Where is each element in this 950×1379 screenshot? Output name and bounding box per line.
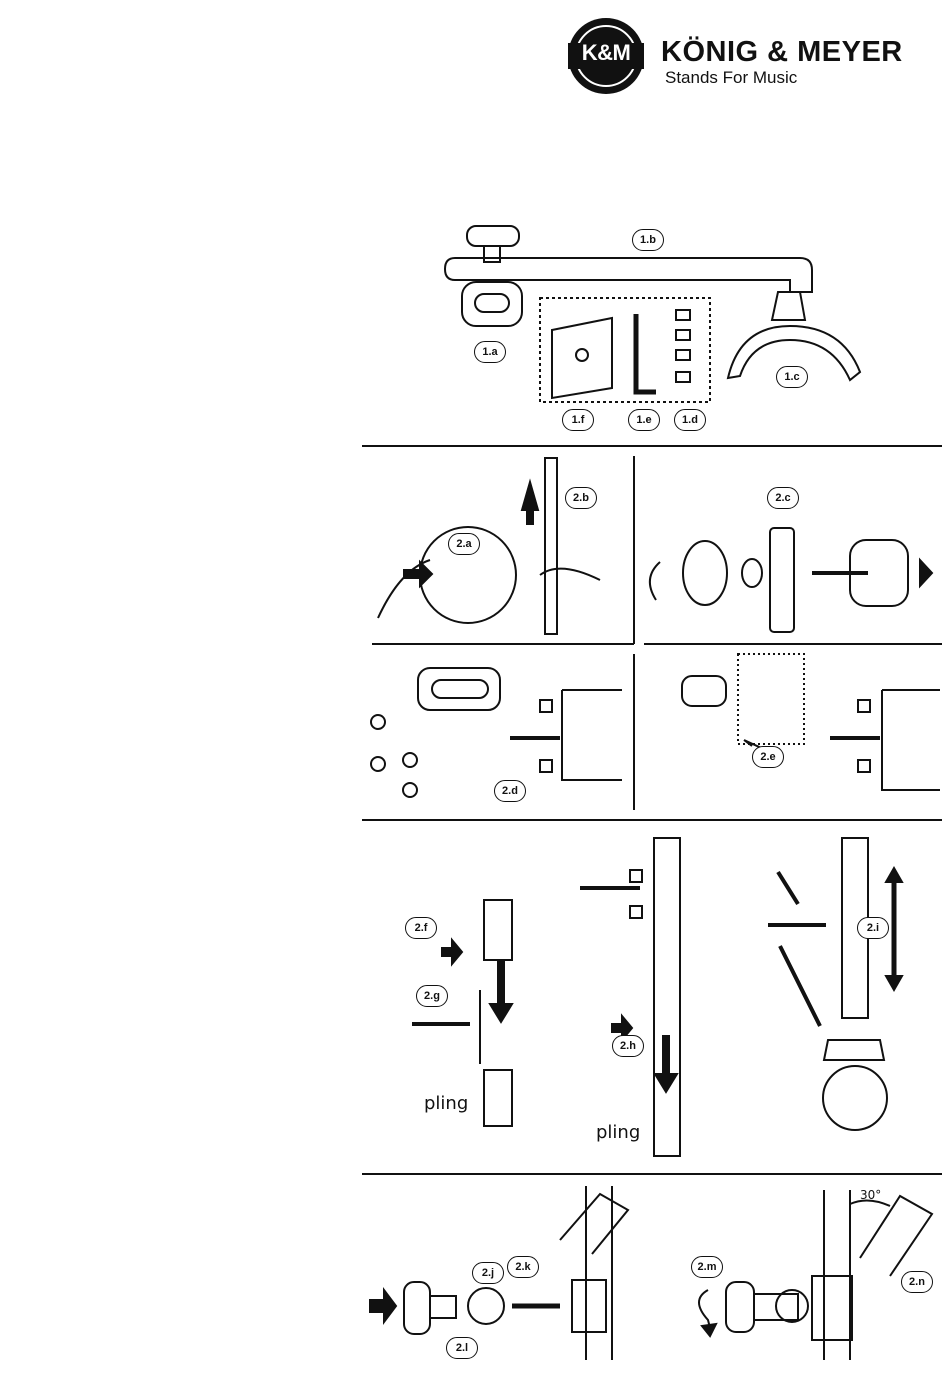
label-2k: 2.k bbox=[507, 1256, 539, 1278]
label-2i: 2.i bbox=[857, 917, 889, 939]
sound-pling-2: pling bbox=[596, 1122, 640, 1143]
label-2g: 2.g bbox=[416, 985, 448, 1007]
angle-label: 30° bbox=[860, 1188, 881, 1202]
step-disassemble-clamp bbox=[650, 528, 932, 632]
label-1e: 1.e bbox=[628, 409, 660, 431]
label-1d: 1.d bbox=[674, 409, 706, 431]
label-1f: 1.f bbox=[562, 409, 594, 431]
label-2h: 2.h bbox=[612, 1035, 644, 1057]
label-2f: 2.f bbox=[405, 917, 437, 939]
step-attach-plate bbox=[371, 668, 622, 797]
label-2c: 2.c bbox=[767, 487, 799, 509]
sound-pling-1: pling bbox=[424, 1093, 468, 1114]
step-remove-tube bbox=[378, 458, 600, 634]
label-1c: 1.c bbox=[776, 366, 808, 388]
step-insert-plate bbox=[682, 654, 940, 790]
label-1b: 1.b bbox=[632, 229, 664, 251]
label-2e: 2.e bbox=[752, 746, 784, 768]
label-2b: 2.b bbox=[565, 487, 597, 509]
label-2d: 2.d bbox=[494, 780, 526, 802]
label-2a: 2.a bbox=[448, 533, 480, 555]
step-tighten-holder bbox=[699, 1190, 932, 1360]
label-2n: 2.n bbox=[901, 1271, 933, 1293]
label-2m: 2.m bbox=[691, 1256, 723, 1278]
label-1a: 1.a bbox=[474, 341, 506, 363]
label-2j: 2.j bbox=[472, 1262, 504, 1284]
step-adjust-height bbox=[768, 838, 902, 1130]
step-slide-tube bbox=[580, 838, 680, 1156]
label-2l: 2.l bbox=[446, 1337, 478, 1359]
